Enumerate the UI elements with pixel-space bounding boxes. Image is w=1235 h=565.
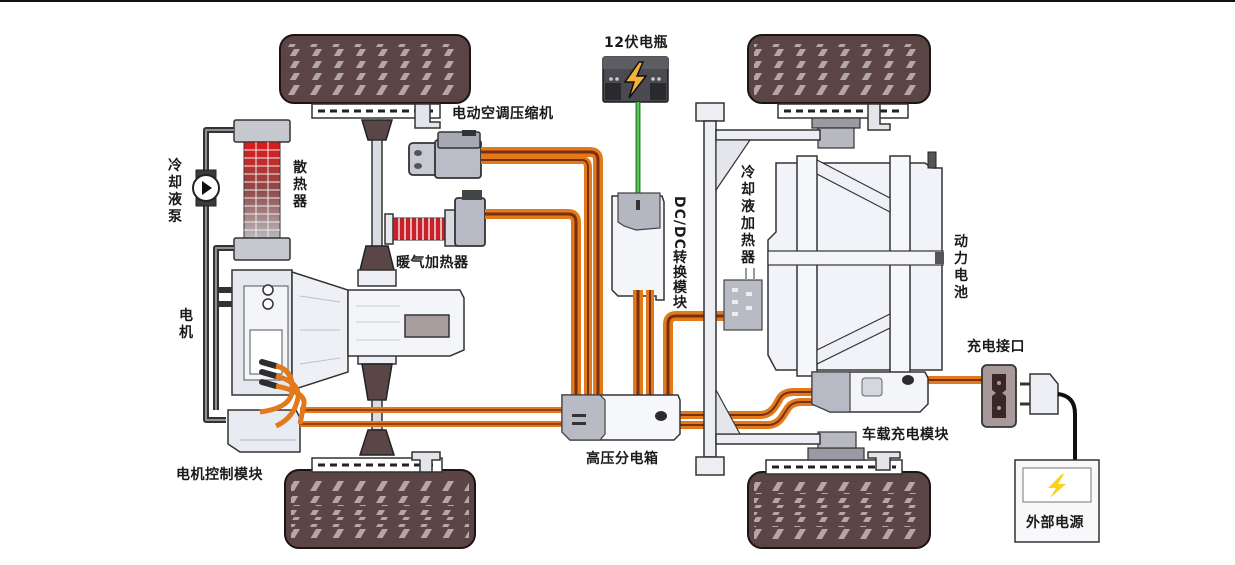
tire-rear-right [747, 431, 931, 549]
coolant-heater-label: 冷却液加热器 [741, 165, 755, 266]
tire-front-right [747, 34, 931, 149]
top-border [0, 0, 1235, 2]
lightning-icon [1048, 474, 1066, 498]
hv-box-label: 高压分电箱 [586, 451, 659, 467]
dcdc-module [611, 192, 665, 301]
radiator-label: 散热器 [293, 160, 307, 210]
motor-controller-label: 电机控制模块 [176, 467, 263, 483]
tire-rear-left [284, 451, 476, 549]
radiator [233, 119, 291, 261]
charge-plug [1020, 373, 1077, 460]
charge-port [981, 364, 1017, 428]
coolant-pump-label: 冷却液泵 [168, 158, 182, 225]
coolant-heater [723, 268, 763, 331]
power-battery [767, 151, 944, 377]
battery-12v [602, 56, 669, 103]
dcdc-label: DC/DC转换模块 [671, 196, 687, 310]
coolant-pipes-inner [205, 129, 234, 421]
motor [231, 269, 465, 396]
ac-compressor-label: 电动空调压缩机 [452, 106, 554, 122]
power-battery-label: 动力电池 [954, 234, 968, 301]
heater [384, 190, 486, 247]
tire-front-left [279, 34, 471, 129]
external-power-label: 外部电源 [1026, 515, 1084, 531]
front-axle [357, 119, 397, 456]
onboard-charger [811, 371, 929, 413]
motor-label: 电机 [179, 308, 193, 341]
hv-distribution-box [561, 394, 681, 441]
chassis-frame [695, 102, 821, 476]
onboard-charger-label: 车载充电模块 [862, 427, 949, 443]
heater-label: 暖气加热器 [396, 255, 469, 271]
coolant-pump [192, 169, 220, 207]
ac-compressor [408, 130, 482, 179]
battery-12v-label: 12伏电瓶 [604, 35, 668, 51]
lightning-icon [623, 61, 648, 99]
external-power [1014, 459, 1100, 543]
charge-port-label: 充电接口 [967, 339, 1025, 355]
